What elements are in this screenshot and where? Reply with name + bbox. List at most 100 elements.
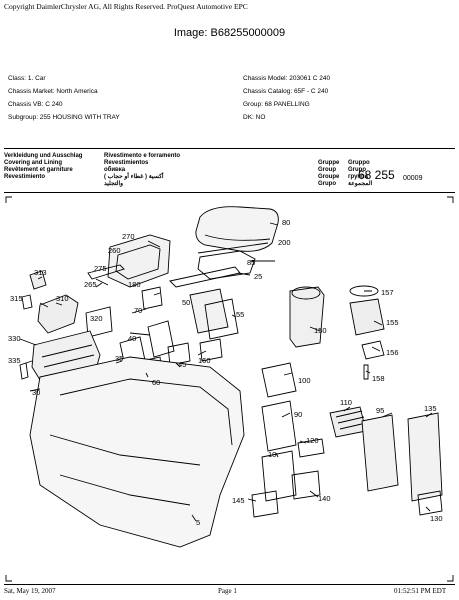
callout-55: 55 [236,310,244,319]
callout-50: 50 [182,298,190,307]
panel-95 [361,414,399,492]
callout-120: 120 [306,436,319,445]
callout-260: 260 [108,246,121,255]
ashtray [37,294,79,334]
part-145 [251,490,279,518]
vent-louvers [335,410,367,430]
callout-180: 180 [128,280,141,289]
callout-130: 130 [430,514,443,523]
footer-page: Page 1 [218,587,237,595]
callout-100: 100 [298,376,311,385]
callout-335: 335 [8,356,21,365]
callout-90: 90 [294,410,302,419]
callout-156: 156 [386,348,399,357]
callout-315: 315 [10,294,23,303]
callout-200: 200 [278,238,291,247]
title-col2: Rivestimento e forramento Revestimientos… [104,153,180,188]
callout-265: 265 [84,280,97,289]
seal-ring-157 [349,285,379,297]
part-40 [147,320,175,358]
callout-110: 110 [340,398,352,407]
screw-158 [363,364,369,380]
panel-160 [199,338,223,362]
title-it: Rivestimento e forramento [104,153,181,159]
leader-lines [19,222,433,522]
title-fr: Revêtement et garniture [4,167,73,173]
callout-330: 330 [8,334,21,343]
callout-320: 320 [90,314,103,323]
meta-class: Class: 1. Car [8,75,46,82]
panel-135 [407,412,443,502]
group-fr: Groupe [318,174,340,180]
callout-135: 135 [424,404,437,413]
part-140 [291,470,321,500]
image-id-title: Image: B68255000009 [173,27,286,39]
callout-160: 160 [198,356,211,365]
title-es: Revestimiento [4,174,46,180]
group-col1: Gruppe Group Groupe Grupo [318,160,339,188]
footer-divider [4,584,455,585]
part-45 [167,342,191,366]
console-edge [59,378,233,446]
callout-5: 5 [196,518,200,527]
switch-313 [29,270,47,290]
title-de: Verkleidung und Ausschlag [4,153,83,159]
group-es2: Grupo [348,167,366,173]
group-de: Gruppe [318,160,340,166]
callout-60: 60 [152,378,160,387]
group-ru: группа [348,174,369,180]
panel-55 [204,298,239,340]
footer-time: 01:52:51 PM EDT [394,587,447,595]
callout-150: 150 [314,326,327,335]
callout-313: 313 [34,268,47,277]
callout-45: 45 [178,360,186,369]
callout-85: 85 [247,258,255,267]
group-col2: Gruppo Grupo группа المجموعة [348,160,372,188]
part-130 [417,490,443,516]
meta-subgroup: Subgroup: 255 HOUSING WITH TRAY [8,114,120,121]
title-es2: Revestimientos [104,160,149,166]
tray-opening [115,244,161,280]
callout-35: 35 [115,354,123,363]
panel-50 [189,288,229,334]
callout-155: 155 [386,318,399,327]
console-shell [29,356,245,548]
callout-158: 158 [372,374,385,383]
group-it: Gruppo [348,160,370,166]
meta-dk: DK: NO [243,114,266,121]
part-90 [261,400,297,452]
title-col1: Verkleidung und Ausschlag Covering and L… [4,153,82,181]
callout-80: 80 [282,218,290,227]
part-156 [361,340,385,360]
group-number: 68 255 [358,168,395,182]
callout-145: 145 [232,496,245,505]
small-part-335 [19,362,29,380]
trim-strip [169,266,241,288]
meta-group: Group: 68 PANELLING [243,101,310,108]
callout-157: 157 [381,288,394,297]
title-ar: ( غطاء أو حجاب ) أكسية [104,174,164,180]
header-divider [4,148,455,149]
callout-140: 140 [318,494,331,503]
group-en: Group [318,167,336,173]
console-lower-edge [59,474,191,506]
clip-bracket [87,264,125,286]
tray-insert [197,250,256,280]
group-es: Grupo [318,181,336,187]
part-100 [261,362,297,398]
housing-155 [349,298,385,336]
vent-housing-150 [289,286,325,348]
title-ar2: والتجليد [104,181,124,187]
frame-corners [5,196,454,582]
title-en: Covering and Lining [4,160,62,166]
callout-70: 70 [134,306,142,315]
copyright-notice: Copyright DaimlerChrysler AG, All Rights… [4,2,248,11]
meta-left: Class: 1. Car Chassis Market: North Amer… [8,72,120,124]
vent-ring-150 [291,286,321,300]
heater-vents [41,344,95,368]
meta-market: Chassis Market: North America [8,88,98,95]
callout-40: 40 [128,334,136,343]
callout-10: 10 [268,450,276,459]
